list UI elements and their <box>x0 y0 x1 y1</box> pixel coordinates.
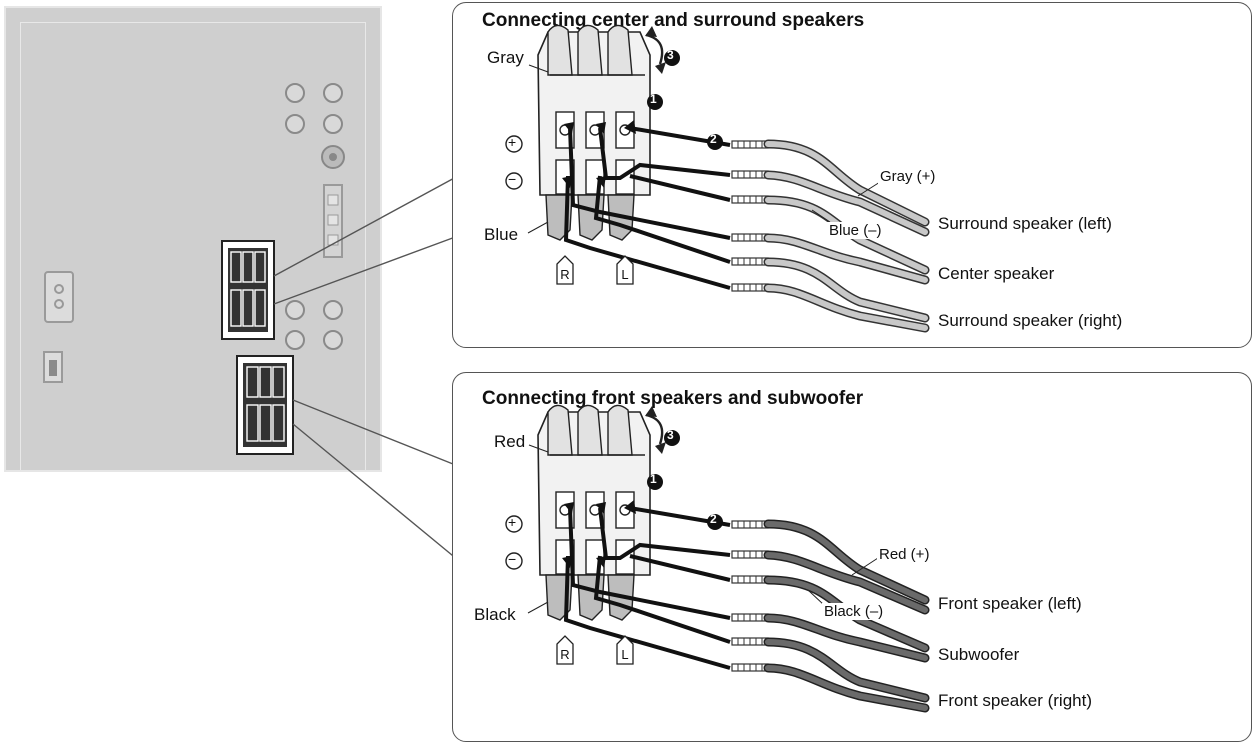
wire-neg-label-top: Blue (–) <box>827 222 884 239</box>
speaker-label-surround-right: Surround speaker (right) <box>938 311 1123 330</box>
wire-pos-label-bottom: Red (+) <box>877 546 932 563</box>
wire-neg-label-bottom: Black (–) <box>822 603 886 620</box>
ac-inlet <box>44 271 74 323</box>
wire-pos-label-top: Gray (+) <box>878 168 938 185</box>
rear-panel <box>4 6 382 472</box>
step-1-bottom: 1 <box>650 472 657 486</box>
top-cables <box>763 139 930 333</box>
bottom-cables <box>763 519 930 713</box>
center-surround-title: Connecting center and surround speakers <box>482 10 865 31</box>
center-surround-terminal <box>504 23 770 294</box>
left-channel-tag-bottom: L <box>621 647 629 662</box>
zoom-lines <box>273 175 459 561</box>
cable-leaders <box>807 181 881 606</box>
left-channel-tag-top: L <box>621 267 629 282</box>
speaker-label-front-right: Front speaker (right) <box>938 691 1092 710</box>
speaker-label-center: Center speaker <box>938 264 1055 283</box>
terminal-top-color-label-bottom: Red <box>494 432 526 451</box>
terminal-top-color-label: Gray <box>487 48 524 67</box>
minus-symbol-bottom: − <box>508 551 517 567</box>
jacks <box>285 83 343 350</box>
speaker-label-front-left: Front speaker (left) <box>938 594 1082 613</box>
step-3-top: 3 <box>667 48 674 62</box>
terminal-bottom-color-label-bottom: Black <box>474 605 516 624</box>
panel-terminal-block-top <box>221 240 275 340</box>
step-2-bottom: 2 <box>710 512 717 526</box>
step-1-top: 1 <box>650 92 657 106</box>
speaker-label-subwoofer: Subwoofer <box>938 645 1020 664</box>
minus-symbol-top: − <box>508 171 517 187</box>
front-subwoofer-title: Connecting front speakers and subwoofer <box>482 388 864 409</box>
plus-symbol-top: + <box>508 134 517 150</box>
step-2-top: 2 <box>710 132 717 146</box>
right-channel-tag-bottom: R <box>560 647 570 662</box>
speaker-label-surround-left: Surround speaker (left) <box>938 214 1112 233</box>
rear-panel-frame <box>20 22 366 470</box>
terminal-bottom-color-label: Blue <box>484 225 519 244</box>
right-channel-tag-top: R <box>560 267 570 282</box>
plus-symbol-bottom: + <box>508 514 517 530</box>
front-subwoofer-terminal <box>504 403 770 673</box>
step-3-bottom: 3 <box>667 428 674 442</box>
panel-terminal-block-bottom <box>236 355 294 455</box>
